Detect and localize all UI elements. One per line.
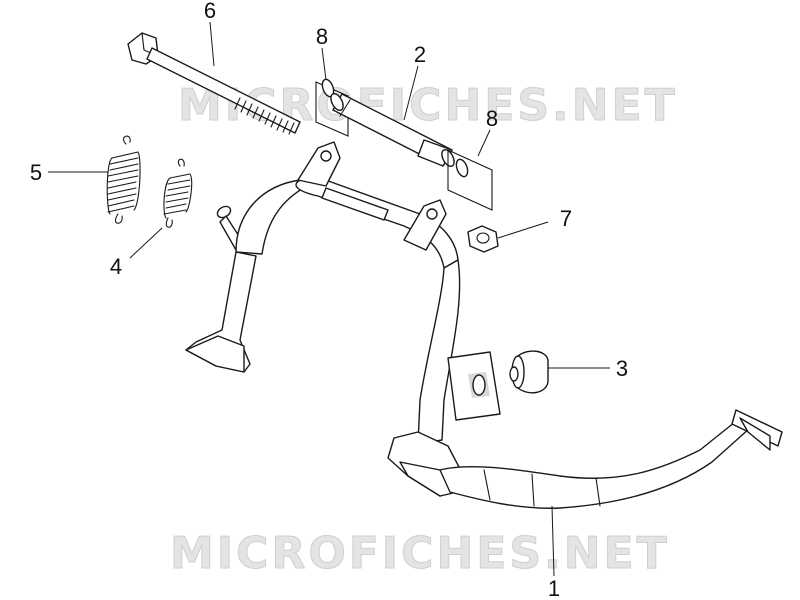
callout-8-lower: 8 <box>486 106 498 131</box>
spring-part-5[interactable] <box>106 135 141 224</box>
watermark-top: MICROFICHES.NET <box>178 80 678 131</box>
callout-5: 5 <box>30 160 42 185</box>
callout-4: 4 <box>110 254 122 279</box>
washer-part-8-lower[interactable] <box>447 149 493 211</box>
callout-8-upper: 8 <box>316 24 328 49</box>
callout-6: 6 <box>204 0 216 23</box>
callout-2: 2 <box>414 42 426 67</box>
callout-1: 1 <box>548 576 560 600</box>
callout-7: 7 <box>560 206 572 231</box>
pin-part-2[interactable] <box>328 92 456 169</box>
watermark-bottom: MICROFICHES.NET <box>170 528 670 579</box>
washer-part-8-upper[interactable] <box>315 78 349 137</box>
leader-lines <box>48 21 610 577</box>
main-stand-part-1[interactable] <box>185 141 783 509</box>
nut-part-7[interactable] <box>467 225 499 253</box>
bolt-part-6[interactable] <box>127 32 301 135</box>
bumper-part-3[interactable] <box>509 350 549 394</box>
spring-part-4[interactable] <box>163 158 193 228</box>
bolt-thread <box>234 97 295 135</box>
callout-3: 3 <box>616 356 628 381</box>
